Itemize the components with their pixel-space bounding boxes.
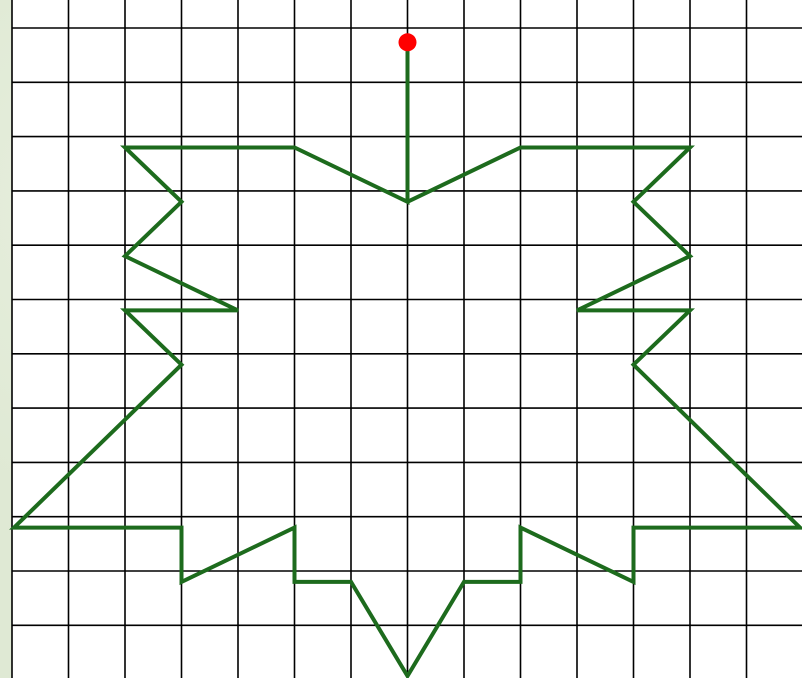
- start-point-marker: [399, 33, 417, 51]
